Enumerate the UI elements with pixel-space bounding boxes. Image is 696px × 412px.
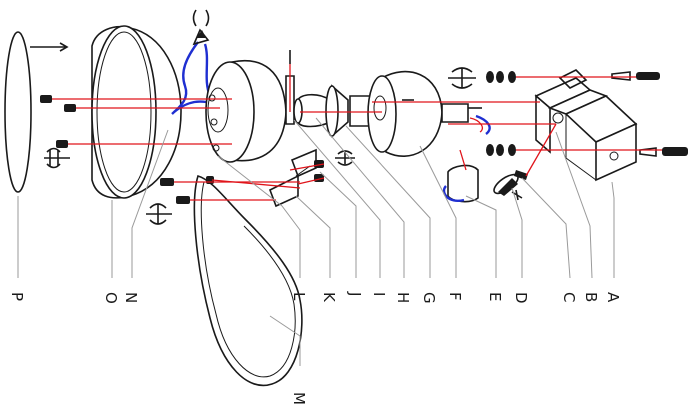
label-n: N: [122, 292, 140, 303]
label-l: L: [290, 292, 308, 301]
label-k: K: [320, 292, 338, 303]
leader-lines: [17, 117, 615, 366]
part-f-dome: [367, 70, 482, 157]
part-m-ceiling-plate: [193, 175, 303, 387]
part-a-strap: [564, 95, 638, 182]
label-p: P: [8, 292, 26, 301]
hardware-screws: [40, 67, 688, 225]
label-f: F: [446, 292, 464, 301]
label-o: O: [102, 292, 120, 304]
part-o-shade: [91, 25, 182, 199]
label-a: A: [604, 292, 622, 303]
part-k-bracket: [268, 148, 317, 208]
label-h: H: [394, 292, 412, 303]
label-e: E: [486, 292, 504, 301]
label-d: D: [512, 292, 530, 304]
label-m: M: [290, 392, 308, 405]
part-g-socket-cup: [325, 84, 373, 166]
label-g: G: [420, 292, 438, 304]
part-h-nipple: [293, 93, 331, 128]
assembly-lines: [52, 64, 662, 201]
label-b: B: [582, 292, 600, 302]
part-e-wire-connector: [442, 114, 491, 203]
label-i: I: [370, 292, 388, 296]
part-c-screw: [514, 170, 528, 180]
part-labels: P O N L K J I H G F E D C B A M: [8, 291, 622, 405]
label-j: J: [346, 291, 364, 296]
part-p-lens: [4, 31, 70, 193]
part-l-canopy: [205, 60, 287, 163]
label-c: C: [560, 292, 578, 302]
